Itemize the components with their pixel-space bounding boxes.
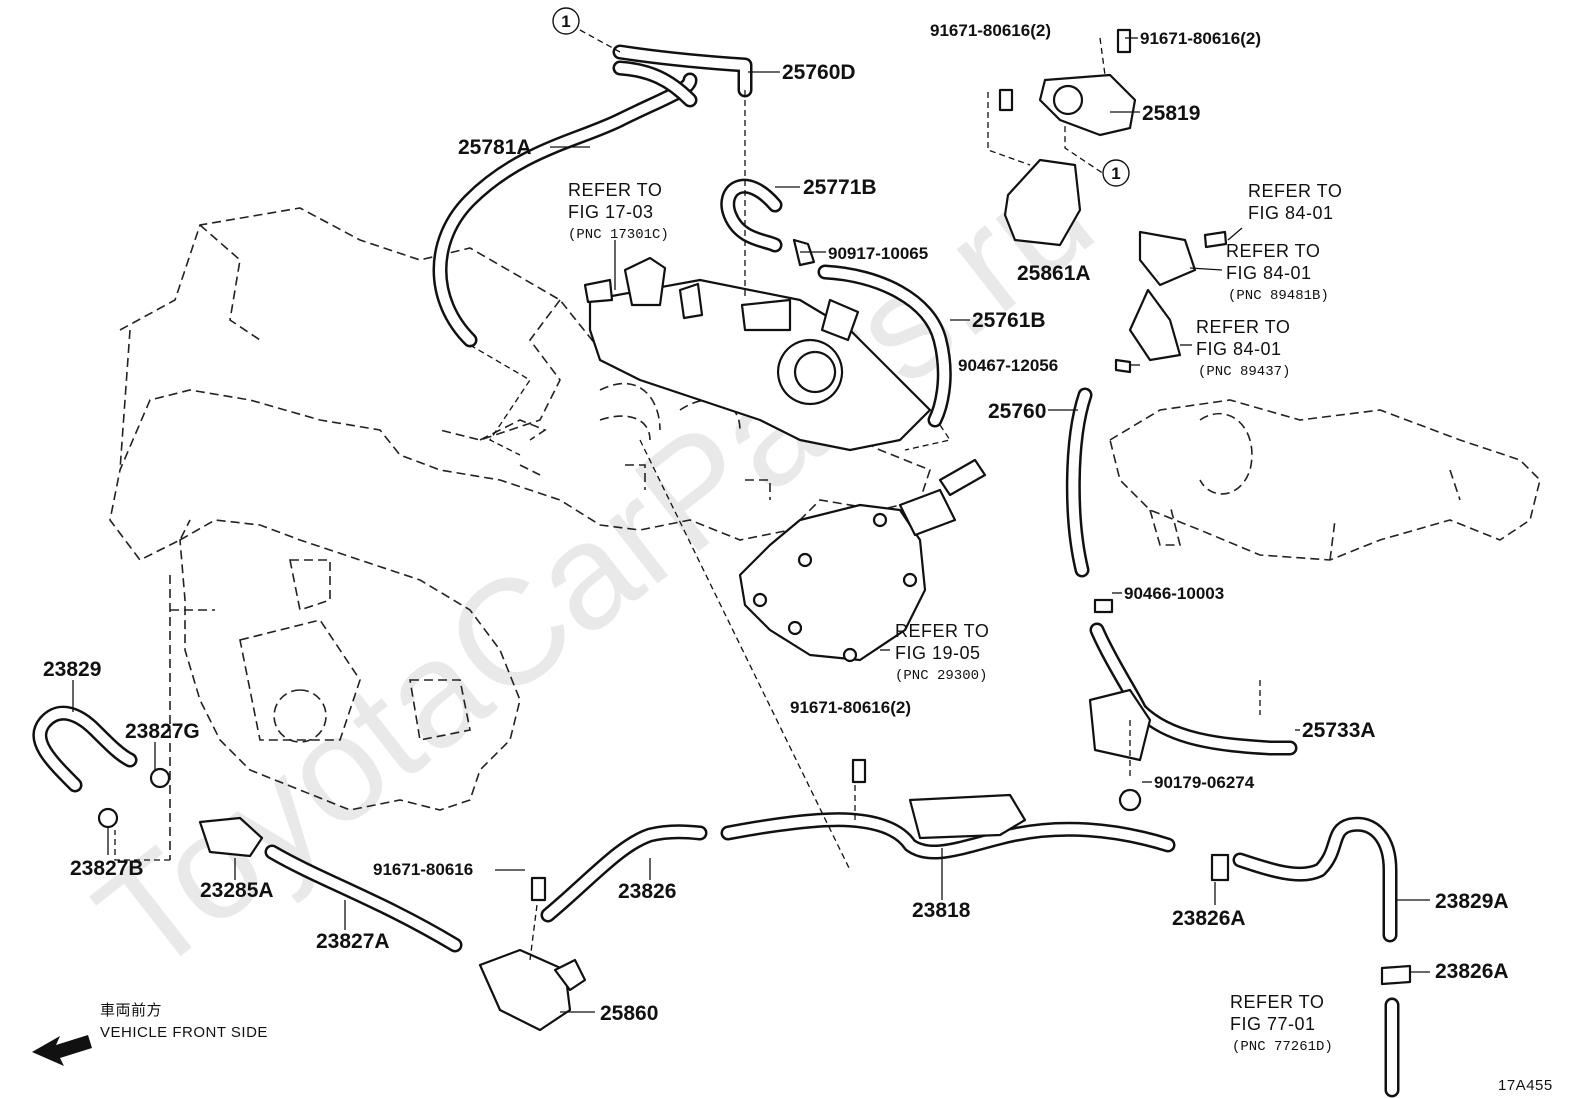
svg-text:FIG 17-03: FIG 17-03 bbox=[568, 202, 654, 222]
label-25733a: 25733A bbox=[1302, 719, 1376, 742]
label-23285a: 23285A bbox=[200, 879, 274, 902]
label-90466-10003: 90466-10003 bbox=[1124, 584, 1224, 603]
label-23826: 23826 bbox=[618, 880, 676, 903]
hose-25761b bbox=[817, 264, 952, 428]
svg-text:FIG 77-01: FIG 77-01 bbox=[1230, 1014, 1316, 1034]
label-25760d: 25760D bbox=[782, 61, 856, 84]
figure-code: 17A455 bbox=[1498, 1077, 1553, 1094]
label-23829: 23829 bbox=[43, 658, 101, 681]
label-90467-12056: 90467-12056 bbox=[958, 356, 1058, 375]
svg-text:1: 1 bbox=[1111, 164, 1120, 183]
label-25781a: 25781A bbox=[458, 136, 532, 159]
svg-text:REFER TO: REFER TO bbox=[895, 621, 989, 641]
svg-text:REFER TO: REFER TO bbox=[1248, 181, 1342, 201]
svg-text:FIG 84-01: FIG 84-01 bbox=[1248, 203, 1334, 223]
direction-note-english: VEHICLE FRONT SIDE bbox=[100, 1024, 268, 1041]
label-23827a: 23827A bbox=[316, 930, 390, 953]
reference-fig-84-01-b: REFER TO FIG 84-01 (PNC 89481B) bbox=[1226, 241, 1329, 304]
svg-text:1: 1 bbox=[561, 12, 570, 31]
label-91671-top-right: 91671-80616(2) bbox=[1140, 29, 1261, 48]
svg-text:REFER TO: REFER TO bbox=[1230, 992, 1324, 1012]
label-91671-top-left: 91671-80616(2) bbox=[930, 21, 1051, 40]
label-23829a: 23829A bbox=[1435, 890, 1509, 913]
label-23818: 23818 bbox=[912, 899, 971, 922]
bolts bbox=[530, 28, 1228, 902]
exhaust-manifold-outline bbox=[1109, 399, 1541, 561]
svg-text:(PNC 89481B): (PNC 89481B) bbox=[1228, 288, 1329, 304]
svg-text:REFER TO: REFER TO bbox=[1226, 241, 1320, 261]
leader-lines bbox=[72, 29, 1430, 1013]
valve-23285a bbox=[198, 816, 264, 858]
pipe-23818 bbox=[720, 793, 1176, 860]
label-25771b: 25771B bbox=[803, 176, 877, 199]
label-23826a-1: 23826A bbox=[1172, 907, 1246, 930]
vacuum-pump bbox=[738, 458, 987, 663]
hose-25760 bbox=[1065, 387, 1093, 578]
svg-text:FIG 19-05: FIG 19-05 bbox=[895, 643, 981, 663]
reference-fig-19-05: REFER TO FIG 19-05 (PNC 29300) bbox=[895, 621, 989, 684]
label-25819: 25819 bbox=[1142, 102, 1200, 125]
hose-23827a bbox=[264, 844, 463, 953]
label-90917-10065: 90917-10065 bbox=[828, 244, 928, 263]
svg-text:FIG 84-01: FIG 84-01 bbox=[1226, 263, 1312, 283]
hose-23829a bbox=[1232, 816, 1398, 943]
label-91671-mid: 91671-80616(2) bbox=[790, 698, 911, 717]
vsv-25819 bbox=[1038, 73, 1137, 137]
svg-text:(PNC 89437): (PNC 89437) bbox=[1198, 364, 1290, 380]
clips bbox=[97, 238, 1412, 986]
intake-manifold bbox=[583, 256, 932, 452]
label-91671-single: 91671-80616 bbox=[373, 860, 473, 879]
svg-text:REFER TO: REFER TO bbox=[1196, 317, 1290, 337]
reference-fig-84-01-c: REFER TO FIG 84-01 (PNC 89437) bbox=[1196, 317, 1290, 380]
callout-marker-right: 1 bbox=[1102, 159, 1130, 187]
front-arrow-icon bbox=[32, 1035, 92, 1066]
bracket-25861a bbox=[1003, 158, 1082, 247]
label-23826a-2: 23826A bbox=[1435, 960, 1509, 983]
hose-23829 bbox=[32, 705, 138, 793]
svg-text:REFER TO: REFER TO bbox=[568, 180, 662, 200]
label-23827g: 23827G bbox=[125, 720, 200, 743]
reference-fig-17-03: REFER TO FIG 17-03 (PNC 17301C) bbox=[568, 180, 669, 243]
label-25861a: 25861A bbox=[1017, 262, 1091, 285]
hose-25781a bbox=[432, 72, 698, 348]
valve-25860 bbox=[478, 948, 587, 1032]
reference-fig-77-01: REFER TO FIG 77-01 (PNC 77261D) bbox=[1230, 992, 1333, 1055]
label-90179-06274: 90179-06274 bbox=[1154, 773, 1255, 792]
callout-marker-top: 1 bbox=[552, 7, 580, 35]
hose-25760d bbox=[612, 44, 753, 108]
pipe-25733a bbox=[1088, 622, 1298, 762]
direction-note-japanese: 車両前方 bbox=[100, 1002, 162, 1019]
svg-text:FIG 84-01: FIG 84-01 bbox=[1196, 339, 1282, 359]
svg-text:(PNC 17301C): (PNC 17301C) bbox=[568, 227, 669, 243]
label-23827b: 23827B bbox=[70, 857, 144, 880]
reference-fig-84-01-a: REFER TO FIG 84-01 bbox=[1248, 181, 1342, 223]
hose-23826 bbox=[540, 824, 708, 923]
label-25860: 25860 bbox=[600, 1002, 658, 1025]
label-25760: 25760 bbox=[988, 400, 1046, 423]
svg-text:(PNC 29300): (PNC 29300) bbox=[895, 668, 987, 684]
sensor-89481b bbox=[1128, 230, 1197, 362]
transmission-outline bbox=[169, 519, 521, 860]
svg-text:(PNC 77261D): (PNC 77261D) bbox=[1232, 1039, 1333, 1055]
label-25761b: 25761B bbox=[972, 309, 1046, 332]
hose-25771b bbox=[720, 178, 783, 253]
